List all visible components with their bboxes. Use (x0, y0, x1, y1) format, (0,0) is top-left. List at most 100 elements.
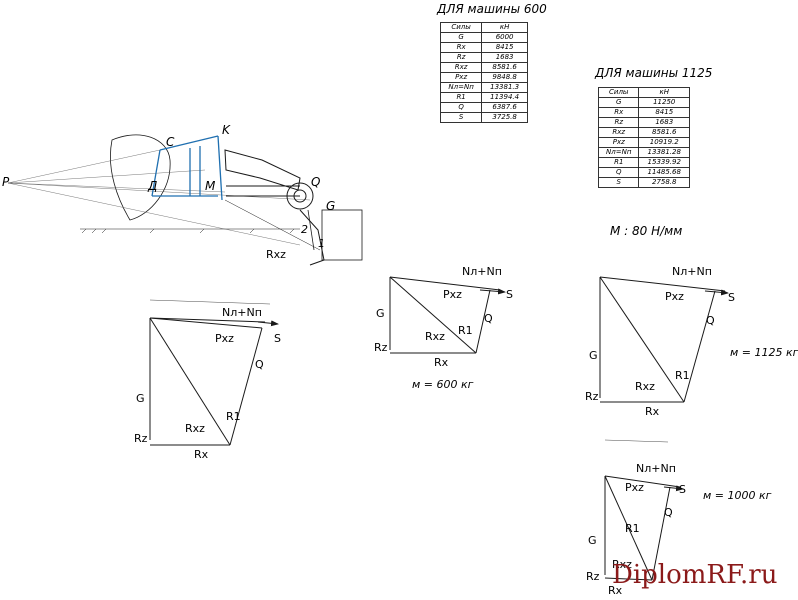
mech-label-1: 1 (318, 237, 325, 250)
force-name: G (597, 97, 640, 108)
force-value: 10919.2 (638, 137, 690, 148)
table-header-row: Силы кН (439, 22, 528, 33)
force-polygon-1000 (604, 439, 684, 581)
force-value: 15339.92 (638, 157, 690, 168)
force-value: 1683 (638, 117, 690, 128)
force-name: S (439, 112, 483, 123)
p-main-rz: Rz (134, 432, 148, 445)
force-value: 1683 (481, 52, 528, 63)
caption-1000: м = 1000 кг (703, 489, 772, 502)
p1125-rz: Rz (585, 390, 599, 403)
force-name: Rz (597, 117, 640, 128)
force-name: Pxz (597, 137, 640, 148)
force-polygon-600 (389, 276, 506, 354)
force-value: 6000 (481, 32, 528, 43)
mech-label-q: Q (311, 175, 320, 189)
p600-r1: R1 (458, 324, 473, 337)
p-main-s: S (274, 332, 281, 345)
force-name: R1 (597, 157, 640, 168)
table-header-row: Силы кН (597, 87, 690, 98)
p1000-g: G (588, 534, 597, 547)
force-value: 8581.6 (638, 127, 690, 138)
p1125-rx: Rx (645, 405, 660, 418)
p600-nn: Nл+Nп (462, 265, 502, 278)
p1000-r1: R1 (625, 522, 640, 535)
p1000-q: Q (664, 506, 673, 519)
force-value: 8581.6 (481, 62, 528, 73)
p1000-pxz: Pxz (625, 481, 644, 494)
force-name: Rxz (439, 62, 483, 73)
p-main-pxz: Pxz (215, 332, 234, 345)
table-header-cell: кН (481, 22, 528, 33)
force-name: Rz (439, 52, 483, 63)
table-header-cell: кН (638, 87, 690, 98)
p600-s: S (506, 288, 513, 301)
mech-label-rxz: Rxz (266, 248, 286, 261)
force-value: 8415 (638, 107, 690, 118)
p600-rxz: Rxz (425, 330, 445, 343)
force-value: 2758.8 (638, 177, 690, 188)
force-name: G (439, 32, 483, 43)
force-value: 13381.3 (481, 82, 528, 93)
p600-q: Q (484, 312, 493, 325)
caption-1125: м = 1125 кг (730, 346, 798, 359)
mech-label-d: Д (147, 179, 157, 193)
p600-rz: Rz (374, 341, 388, 354)
p-main-nn: Nл+Nп (222, 306, 262, 319)
force-name: Rx (597, 107, 640, 118)
force-value: 11485.68 (638, 167, 690, 178)
force-value: 11394.4 (481, 92, 528, 103)
force-value: 6387.6 (481, 102, 528, 113)
force-name: Rx (439, 42, 483, 53)
p600-rx: Rx (434, 356, 449, 369)
p1000-rz: Rz (586, 570, 600, 583)
p1125-g: G (589, 349, 598, 362)
mech-label-p: P (2, 175, 10, 189)
p1125-q: Q (706, 314, 715, 327)
mechanism-sketch (7, 134, 363, 266)
p1000-nn: Nл+Nп (636, 462, 676, 475)
force-value: 13381.28 (638, 147, 690, 158)
p600-pxz: Pxz (443, 288, 462, 301)
mech-label-2: 2 (301, 223, 308, 236)
p-main-g: G (136, 392, 145, 405)
watermark-logo: DiplomRF.ru (612, 560, 778, 590)
p1125-nn: Nл+Nп (672, 265, 712, 278)
p1000-rxz: Rxz (612, 558, 632, 571)
p1125-s: S (728, 291, 735, 304)
p600-g: G (376, 307, 385, 320)
force-value: 11250 (638, 97, 690, 108)
p1000-rx: Rx (608, 584, 623, 597)
force-name: Q (597, 167, 640, 178)
p-main-rxz: Rxz (185, 422, 205, 435)
force-polygon-main (149, 299, 279, 446)
p1000-s: S (679, 483, 686, 496)
table-header-cell: Силы (597, 87, 640, 98)
force-value: 9848.8 (481, 72, 528, 83)
force-polygon-1125 (599, 276, 729, 403)
table-header-cell: Силы (439, 22, 483, 33)
p-main-rx: Rx (194, 448, 209, 461)
table-1125-title: ДЛЯ машины 1125 (595, 66, 713, 80)
table-600-title: ДЛЯ машины 600 (437, 2, 547, 16)
scale-label: М : 80 Н/мм (610, 224, 683, 238)
force-name: S (597, 177, 640, 188)
